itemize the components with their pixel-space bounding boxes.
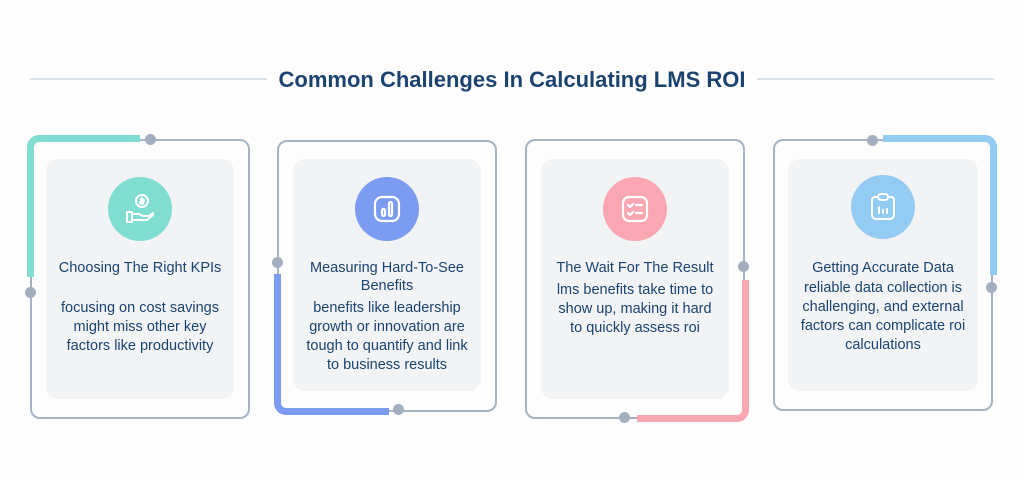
card-title: The Wait For The Result [556,260,714,276]
card-description: focusing on cost savings might miss othe… [61,300,219,354]
challenge-card-wait: The Wait For The Result lms benefits tak… [515,130,755,430]
connector-dot [619,412,630,423]
connector-dot [867,135,878,146]
card-description: lms benefits take time to show up, makin… [556,282,714,336]
connector-dot [272,257,283,268]
clipboard-chart-icon [851,175,915,239]
checklist-icon [603,177,667,241]
card-frame [525,139,745,419]
challenge-card-kpis: Choosing The Right KPIs focusing on cost… [20,130,260,430]
connector-dot [25,287,36,298]
page-title: Common Challenges In Calculating LMS ROI [278,67,746,92]
card-body: Choosing The Right KPIs focusing on cost… [46,159,234,399]
bar-chart-icon [355,177,419,241]
card-body: The Wait For The Result lms benefits tak… [541,159,729,399]
card-title: Choosing The Right KPIs [58,260,222,276]
connector-dot [738,261,749,272]
card-frame [30,139,250,419]
card-title: Measuring Hard-To-See Benefits [310,260,464,294]
connector-dot [145,134,156,145]
card-title: Getting Accurate Data [812,260,954,276]
card-description: benefits like leadership growth or innov… [306,300,468,373]
card-body: Measuring Hard-To-See Benefits benefits … [293,159,481,391]
challenge-card-hard-to-see: Measuring Hard-To-See Benefits benefits … [265,130,505,430]
challenge-card-accurate-data: Getting Accurate Data reliable data coll… [765,130,1005,430]
money-hand-icon [108,177,172,241]
title-divider-right [757,78,994,80]
title-row: Common Challenges In Calculating LMS ROI [0,62,1024,98]
card-description: reliable data collection is challenging,… [800,280,966,353]
card-body: Getting Accurate Data reliable data coll… [788,159,978,391]
connector-dot [986,282,997,293]
title-divider-left [30,78,267,80]
connector-dot [393,404,404,415]
